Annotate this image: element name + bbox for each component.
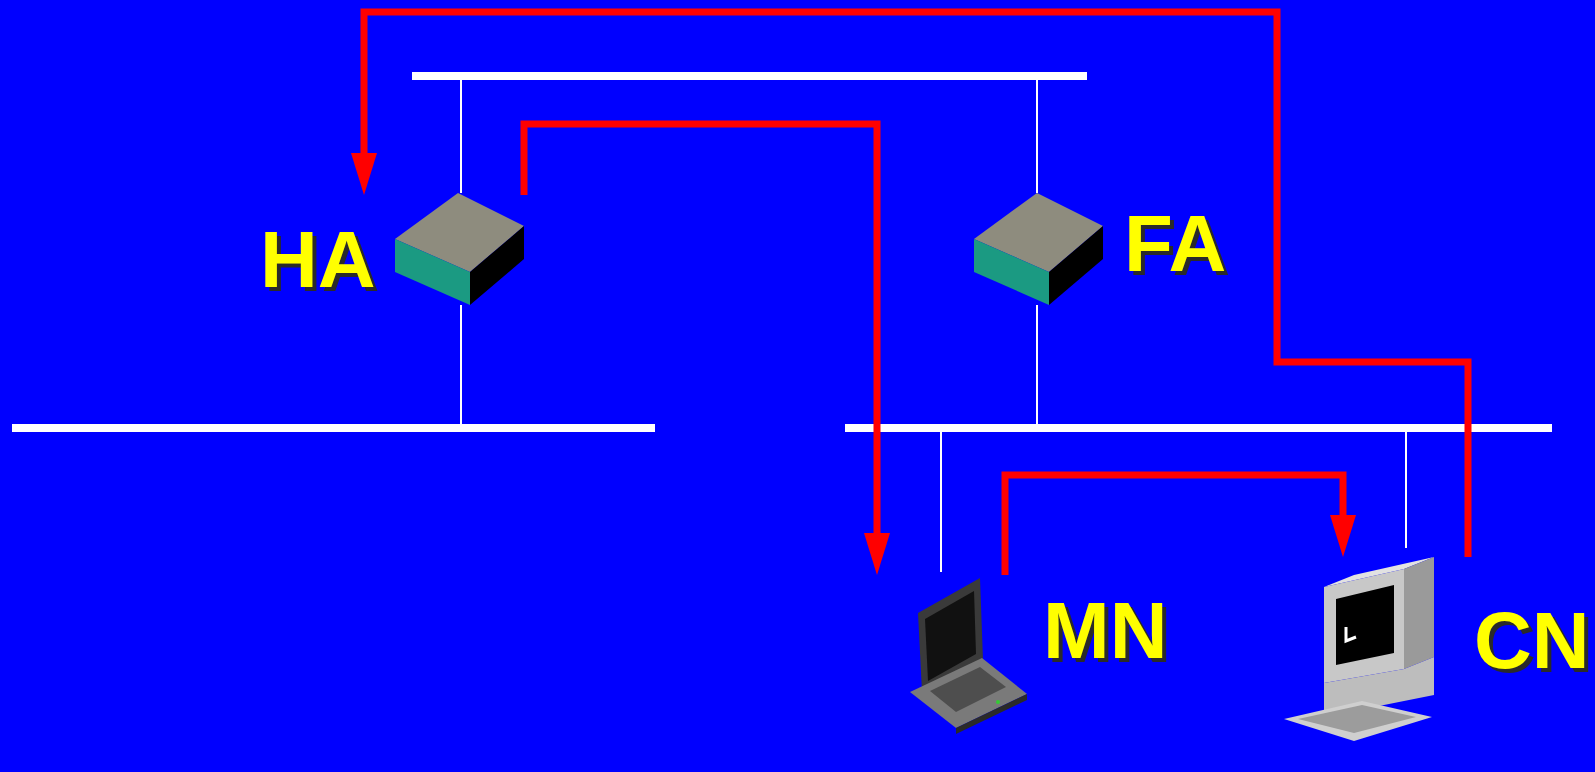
keyboard-keys bbox=[1298, 705, 1416, 733]
network-link bbox=[460, 80, 462, 193]
monitor-side bbox=[1404, 557, 1434, 669]
network-link bbox=[1405, 432, 1407, 548]
route-arrow bbox=[524, 124, 890, 575]
router-side bbox=[974, 239, 1049, 305]
arrow-head bbox=[1330, 515, 1356, 557]
network-node: CN bbox=[1284, 557, 1594, 743]
monitor-front bbox=[1324, 569, 1404, 683]
router-side bbox=[395, 239, 470, 305]
route-line bbox=[524, 124, 877, 537]
clock-symbol bbox=[1346, 627, 1356, 641]
laptop-icon bbox=[910, 578, 1027, 734]
network-node: MN bbox=[870, 575, 1175, 727]
network-node: HA bbox=[258, 195, 528, 307]
network-link bbox=[940, 432, 942, 572]
router-icon bbox=[395, 193, 524, 305]
node-label: CN bbox=[1474, 601, 1590, 681]
router-side bbox=[470, 226, 524, 305]
laptop-edge bbox=[956, 694, 1027, 734]
node-label: HA bbox=[260, 220, 376, 300]
network-bar bbox=[845, 424, 1552, 432]
monitor-screen bbox=[1336, 585, 1394, 665]
node-label: MN bbox=[1043, 591, 1167, 671]
laptop-keyboard bbox=[930, 667, 1006, 712]
router-side bbox=[1049, 226, 1103, 305]
network-segments bbox=[12, 72, 1552, 572]
network-bar bbox=[12, 424, 655, 432]
route-line bbox=[1005, 475, 1343, 575]
network-link bbox=[460, 305, 462, 424]
router-icon bbox=[974, 193, 1103, 305]
keyboard bbox=[1284, 701, 1432, 741]
laptop-led bbox=[996, 700, 1000, 704]
node-label: FA bbox=[1124, 204, 1226, 284]
network-bar bbox=[412, 72, 1087, 80]
network-node: FA bbox=[971, 195, 1236, 307]
network-link bbox=[1036, 305, 1038, 424]
network-link bbox=[1036, 80, 1038, 193]
computer-icon bbox=[1284, 557, 1434, 741]
laptop-base bbox=[910, 658, 1027, 728]
arrow-head bbox=[351, 153, 377, 195]
route-arrow bbox=[1005, 475, 1356, 575]
arrow-head bbox=[864, 533, 890, 575]
